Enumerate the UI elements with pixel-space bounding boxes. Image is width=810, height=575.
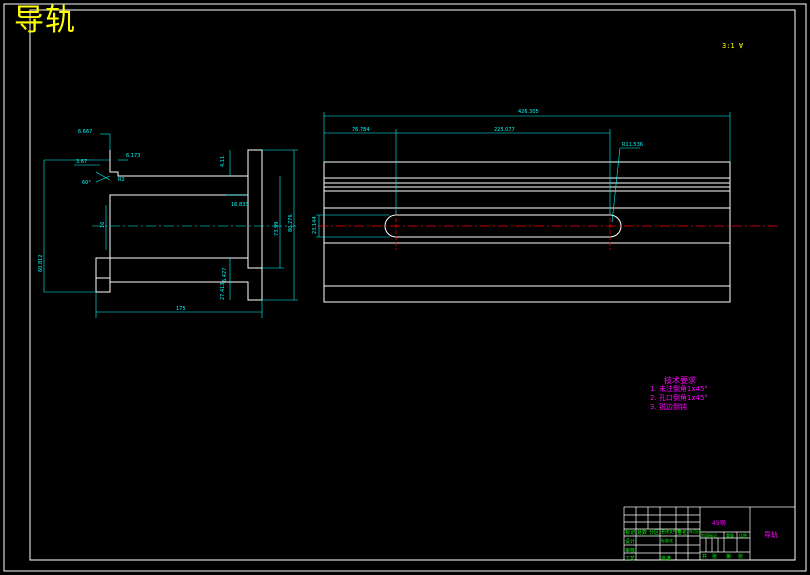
scale-note: 3:1 ∀ xyxy=(722,42,744,50)
tb-stage-label: 比例 xyxy=(739,533,747,538)
rail-outline xyxy=(323,161,731,303)
tb-stage-label: 重量 xyxy=(726,533,734,538)
tb-stage-label: 阶段标记 xyxy=(701,533,717,538)
tb-col-label: 分区 xyxy=(649,530,660,536)
tech-item: 2. 孔口倒角1x45° xyxy=(650,394,708,402)
tb-col-label: 签名 xyxy=(677,530,688,536)
left-view-dimensions xyxy=(43,133,298,318)
dim-radius: R2 xyxy=(118,177,125,183)
dim-overall-h: 60.812 xyxy=(38,255,44,273)
tb-row-label: 批准 xyxy=(661,556,672,562)
right-rail-view xyxy=(323,161,731,303)
dim-small-r: 16 xyxy=(100,222,106,228)
tb-col-label: 处数 xyxy=(637,530,648,536)
tb-row-label: 设计 xyxy=(625,539,636,545)
dim-base-w: 175 xyxy=(176,306,186,312)
tb-col-label: 标记 xyxy=(625,530,636,536)
left-profile-view xyxy=(95,149,263,301)
title-block-part-name: 导轨 xyxy=(764,531,778,539)
title-block xyxy=(623,506,796,561)
drawing-title: 导轨 xyxy=(14,3,76,38)
dim-left-offset: 76.784 xyxy=(352,127,370,133)
dim-bottom-tab: 27.413 xyxy=(220,283,226,301)
tb-col-label: 年月日 xyxy=(689,529,701,534)
right-view-dim-text: 426.305 76.784 225.077 R11.536 23.144 xyxy=(312,109,643,234)
dim-top-small: 6.667 xyxy=(78,129,92,135)
profile-outline xyxy=(95,149,263,279)
tb-row-label: 标准化 xyxy=(661,538,673,543)
tech-item: 1. 未注倒角1x45° xyxy=(650,385,708,393)
tb-sheet-label: 第 xyxy=(726,554,732,560)
tb-row-label: 工艺 xyxy=(625,556,636,562)
dim-slot-len: 225.077 xyxy=(494,127,515,133)
outer-frame xyxy=(3,3,807,572)
dim-overall-w: 426.305 xyxy=(518,109,539,115)
tb-sheet-label: 共 xyxy=(702,554,708,560)
right-view-dimensions xyxy=(316,112,731,238)
tech-item: 3. 锐边倒钝 xyxy=(650,403,687,411)
dim-upper-tab: 4.11 xyxy=(220,156,226,167)
dim-mid-tab: 16.833 xyxy=(231,202,249,208)
dim-top-right: 6.173 xyxy=(126,153,140,159)
profile-inner xyxy=(95,150,263,301)
tb-row-label: 审核 xyxy=(625,548,636,554)
dim-inner-h: 73.99 xyxy=(274,222,280,236)
dim-slot-h: 23.144 xyxy=(312,217,318,235)
title-block-material: 45钢 xyxy=(712,520,726,527)
dim-lower-tab: 6.427 xyxy=(222,268,228,282)
dim-top-mid: 3.67 xyxy=(76,159,87,165)
tb-sheet-label: 张 xyxy=(712,554,718,560)
left-view-dim-text: 6.667 3.67 6.173 4.11 16.833 73.99 80.27… xyxy=(38,129,294,312)
inner-frame xyxy=(29,9,796,561)
tb-col-label: 更改文件号 xyxy=(661,529,681,534)
dim-slot-r: R11.536 xyxy=(622,142,643,148)
dim-angle: 60° xyxy=(82,180,91,186)
tech-heading: 技术要求 xyxy=(664,376,696,385)
technical-requirements: 技术要求 1. 未注倒角1x45° 2. 孔口倒角1x45° 3. 锐边倒钝 xyxy=(650,376,708,412)
tb-sheet-label: 张 xyxy=(738,554,744,560)
dim-outer-h: 80.276 xyxy=(288,215,294,233)
